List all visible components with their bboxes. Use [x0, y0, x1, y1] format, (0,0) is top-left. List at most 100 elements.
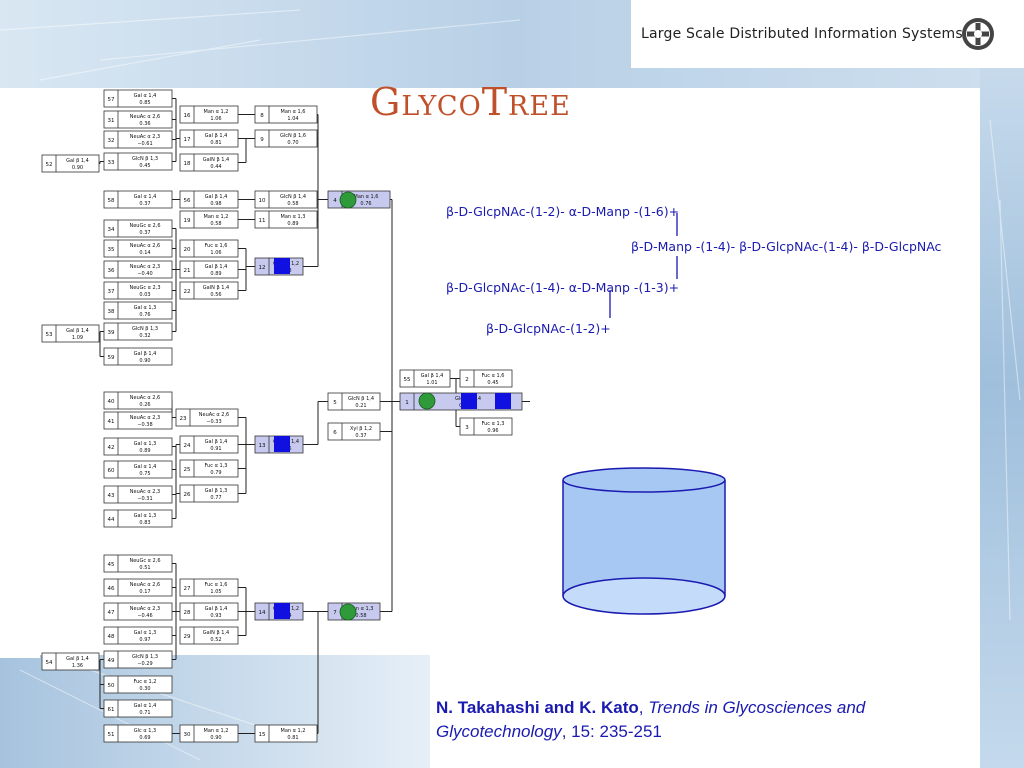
node-residue: Gal α 1,3 [134, 630, 157, 636]
node-box [103, 699, 173, 718]
node-box [103, 219, 173, 238]
node-value: −0.46 [137, 613, 152, 619]
node-value: 0.45 [487, 380, 498, 386]
node-box [179, 281, 239, 300]
node-residue: NeuAc α 2,6 [130, 243, 161, 249]
node-id: 17 [184, 137, 191, 143]
node-value: 1.36 [72, 663, 83, 669]
node-id: 15 [259, 732, 266, 738]
node-value: 0.58 [210, 221, 221, 227]
node-id: 55 [404, 377, 411, 383]
node-id: 23 [180, 416, 187, 422]
node-id: 11 [259, 218, 266, 224]
node-value: 0.69 [139, 735, 150, 741]
node-value: 0.37 [139, 201, 150, 207]
node-id: 60 [108, 468, 115, 474]
node-residue: Gal α 1,3 [134, 305, 157, 311]
node-id: 61 [108, 707, 115, 713]
node-box [179, 190, 239, 209]
node-value: 0.45 [139, 163, 150, 169]
node-residue: NeuAc α 2,3 [130, 489, 161, 495]
node-id: 35 [108, 247, 115, 253]
node-id: 18 [184, 161, 191, 167]
node-id: 26 [184, 492, 191, 498]
header-panel [631, 0, 1024, 68]
node-residue: Gal β 1,4 [66, 656, 89, 662]
node-box [179, 153, 239, 172]
node-id: 43 [108, 493, 115, 499]
node-residue: Gal β 1,4 [205, 606, 228, 612]
node-box [103, 301, 173, 320]
node-box [103, 411, 173, 430]
node-id: 31 [108, 118, 115, 124]
node-id: 44 [108, 517, 115, 523]
org-name: Large Scale Distributed Information Syst… [641, 26, 963, 42]
node-value: 0.79 [210, 470, 221, 476]
node-box [103, 152, 173, 171]
node-box [103, 509, 173, 528]
node-box [103, 239, 173, 258]
node-value: 0.89 [210, 271, 221, 277]
node-box [179, 129, 239, 148]
node-box [103, 675, 173, 694]
node-id: 40 [108, 399, 115, 405]
node-value: 0.37 [139, 230, 150, 236]
node-id: 49 [108, 658, 115, 664]
node-value: 0.90 [72, 165, 83, 171]
node-value: 0.98 [210, 201, 221, 207]
node-id: 27 [184, 586, 191, 592]
node-value: 0.93 [210, 613, 221, 619]
node-value: −0.29 [137, 661, 152, 667]
glcnac-square-icon [274, 436, 290, 452]
node-box [254, 210, 318, 229]
node-box [179, 578, 239, 597]
node-residue: Man α 1,6 [354, 194, 379, 200]
node-residue: Gal α 1,4 [134, 703, 157, 709]
node-box [103, 322, 173, 341]
node-residue: Fuc α 1,6 [205, 582, 228, 588]
node-id: 4 [333, 198, 337, 204]
node-value: 0.30 [139, 686, 150, 692]
node-value: 0.90 [139, 358, 150, 364]
node-value: 0.21 [355, 403, 366, 409]
node-box [179, 210, 239, 229]
node-box [254, 129, 318, 148]
node-value: 0.52 [210, 637, 221, 643]
node-value: 0.85 [139, 100, 150, 106]
node-id: 10 [259, 198, 266, 204]
node-box [179, 260, 239, 279]
node-id: 33 [108, 160, 115, 166]
glcnac-square-icon [274, 258, 290, 274]
node-value: 0.56 [210, 292, 221, 298]
node-value: 0.17 [139, 589, 150, 595]
node-box [103, 130, 173, 149]
node-id: 7 [333, 610, 337, 616]
node-residue: Gal β 1,4 [205, 133, 228, 139]
node-residue: Gal α 1,4 [134, 194, 157, 200]
node-value: 0.32 [139, 333, 150, 339]
node-value: 0.51 [139, 565, 150, 571]
node-id: 25 [184, 467, 191, 473]
node-residue: GalN β 1,4 [203, 157, 229, 163]
node-box [254, 190, 318, 209]
node-box [459, 369, 513, 388]
node-id: 45 [108, 562, 115, 568]
node-value: 0.70 [287, 140, 298, 146]
node-id: 21 [184, 268, 191, 274]
node-id: 14 [259, 610, 266, 616]
node-id: 8 [260, 113, 264, 119]
node-residue: GlcN β 1,3 [132, 326, 158, 332]
